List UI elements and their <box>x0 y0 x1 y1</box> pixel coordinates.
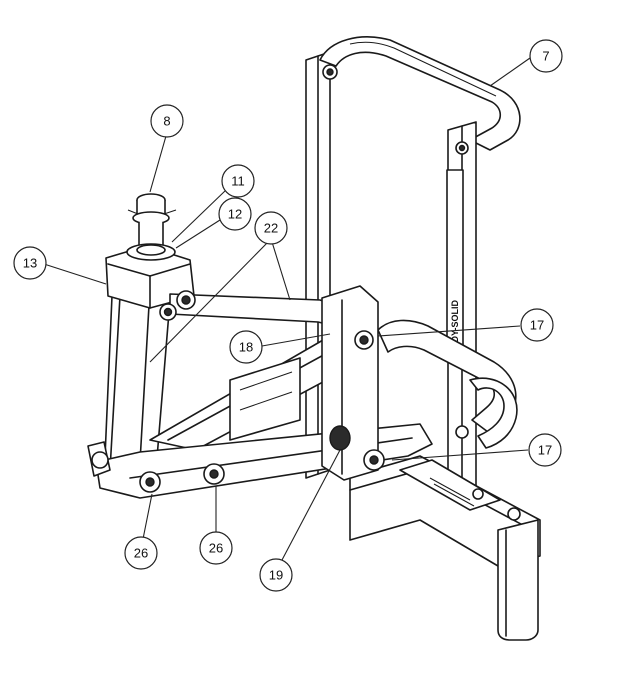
callout-leaders <box>43 57 531 561</box>
callout-12: 12 <box>218 197 252 231</box>
callout-17-upper-label: 17 <box>530 318 544 333</box>
callout-7-label: 7 <box>542 49 549 64</box>
callout-26-left: 26 <box>124 536 158 570</box>
callout-8-label: 8 <box>163 114 170 129</box>
frame-brand-label: BODY-SOLID <box>450 299 460 356</box>
callout-7: 7 <box>529 39 563 73</box>
bolts <box>91 290 385 493</box>
callout-12-label: 12 <box>228 207 242 222</box>
callout-22-label: 22 <box>264 221 278 236</box>
callout-17-lower: 17 <box>528 433 562 467</box>
callout-26-left-label: 26 <box>134 546 148 561</box>
callout-26-right-label: 26 <box>209 541 223 556</box>
callout-13: 13 <box>13 246 47 280</box>
callout-22: 22 <box>254 211 288 245</box>
pop-pin-assembly <box>126 193 177 261</box>
callout-19-label: 19 <box>269 568 283 583</box>
callout-11-label: 11 <box>231 174 245 189</box>
callout-26-right: 26 <box>199 531 233 565</box>
callout-8: 8 <box>150 104 184 138</box>
callout-17-lower-label: 17 <box>538 443 552 458</box>
base-foot-plate <box>349 455 541 641</box>
callout-11: 11 <box>221 164 255 198</box>
callout-18-label: 18 <box>239 340 253 355</box>
callout-17-upper: 17 <box>520 308 554 342</box>
callout-19: 19 <box>259 558 293 592</box>
callout-18: 18 <box>229 330 263 364</box>
front-swing-arm <box>87 245 433 499</box>
callout-13-label: 13 <box>23 256 37 271</box>
